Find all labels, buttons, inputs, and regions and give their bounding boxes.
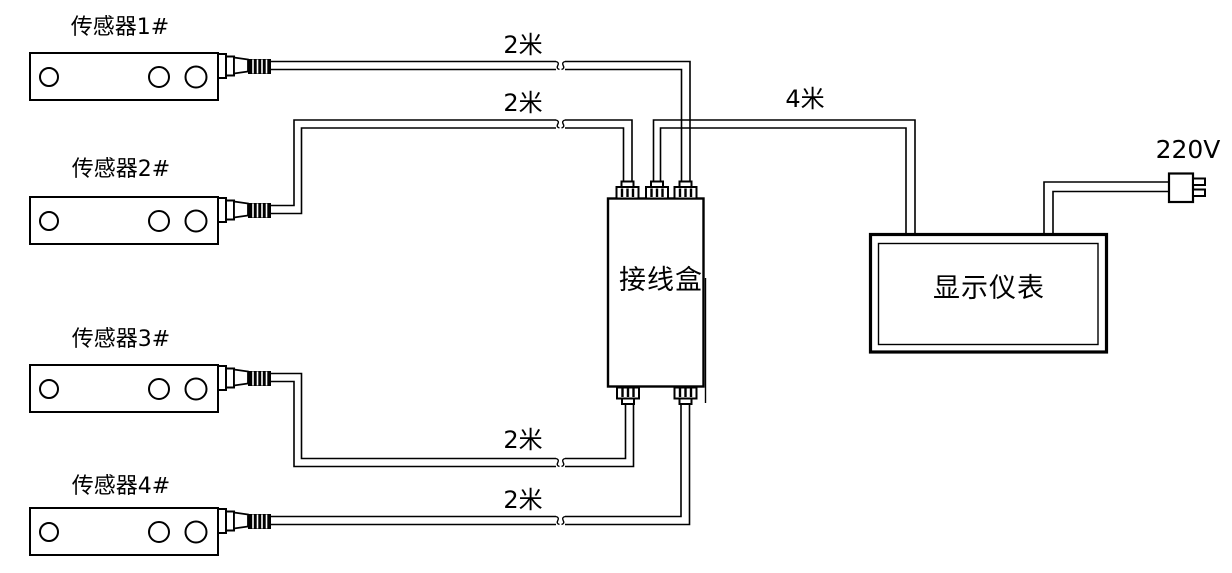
sensor-4-label: 传感器4#	[71, 474, 171, 499]
sensor-2-symbol	[29, 196, 272, 245]
cable-break-icon	[555, 119, 566, 129]
sensor-2-label: 传感器2#	[71, 157, 171, 182]
cable-break-icon	[555, 457, 566, 468]
cable-break-icon	[555, 60, 566, 71]
cable-break-icon	[555, 515, 566, 526]
sensor-1-symbol	[29, 52, 272, 101]
junction-box-body	[606, 197, 705, 388]
cable-sensor2-to-junction-box	[271, 119, 633, 215]
cable-sensor4-to-junction-box	[271, 404, 691, 526]
cable-length-label-sensor3: 2米	[503, 426, 543, 454]
cable-gland-icon	[673, 180, 698, 200]
sensor-3-symbol	[29, 364, 272, 413]
cable-sensor1-to-junction-box	[271, 60, 691, 182]
display-outer-frame	[868, 232, 1109, 354]
display-instrument-symbol	[868, 232, 1109, 354]
cable-display-to-power-plug	[1043, 181, 1169, 235]
cable-gland-icon	[644, 180, 670, 200]
power-plug-icon	[1167, 172, 1206, 204]
cable-junction-box-to-display	[652, 119, 916, 235]
cable-gland-icon	[615, 386, 641, 406]
sensor-1-label: 传感器1#	[70, 15, 170, 40]
power-voltage-label: 220V	[1155, 135, 1221, 164]
cable-gland-icon	[673, 386, 698, 406]
cable-length-label-sensor1: 2米	[503, 31, 543, 59]
cable-length-label-sensor4: 2米	[503, 486, 543, 514]
sensor-4-symbol	[29, 507, 272, 556]
cable-length-label-display: 4米	[785, 85, 825, 113]
sensor-3-label: 传感器3#	[71, 327, 171, 352]
display-instrument-label: 显示仪表	[933, 273, 1045, 304]
cable-sensor3-to-junction-box	[271, 372, 635, 468]
display-inner-frame	[877, 242, 1099, 346]
junction-box-symbol	[606, 180, 707, 406]
cable-gland-icon	[615, 180, 640, 200]
cable-length-label-sensor2: 2米	[503, 89, 543, 117]
junction-box-label: 接线盒	[619, 265, 703, 296]
